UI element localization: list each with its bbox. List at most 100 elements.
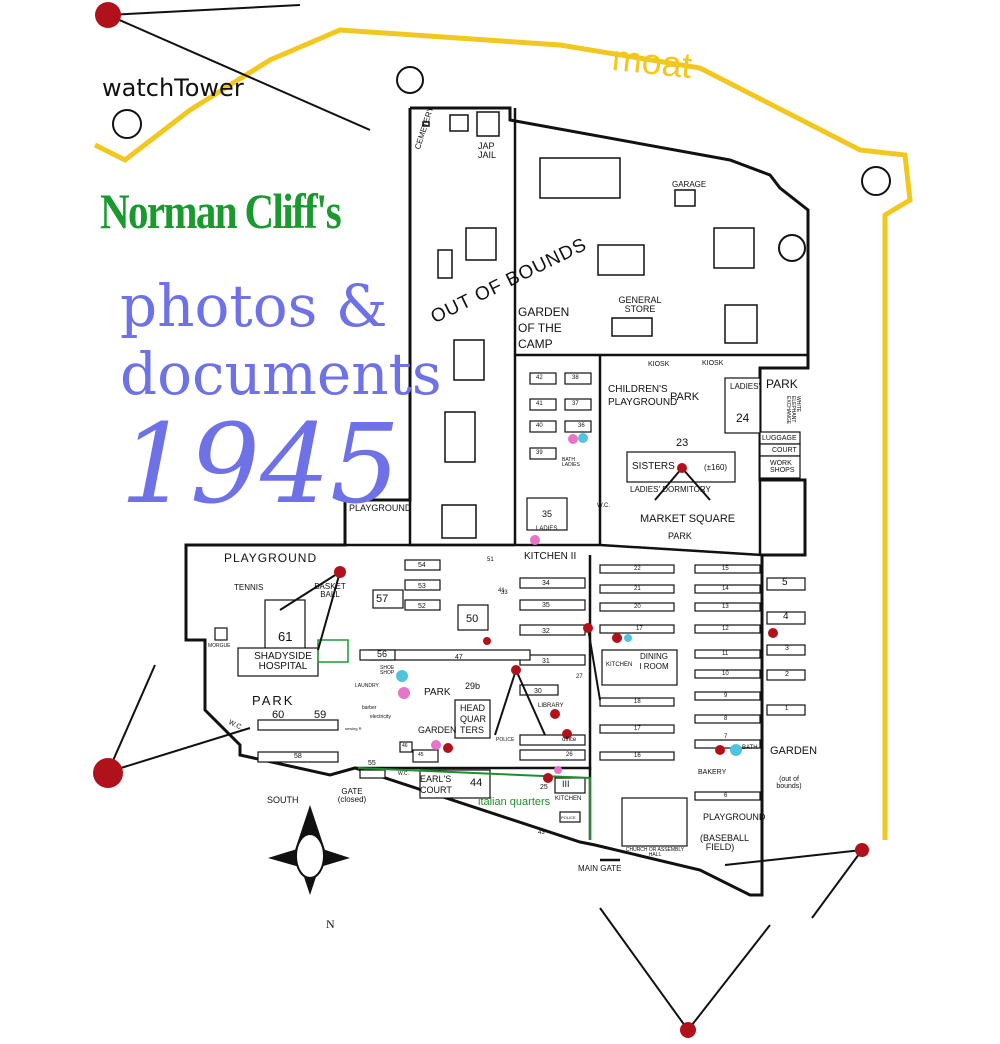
compass-rose (268, 805, 350, 895)
block-6: 6 (724, 793, 728, 799)
childrens-playground-label: CHILDREN'S PLAYGROUND (608, 384, 678, 408)
block-44: 44 (470, 777, 483, 789)
block-26: 26 (566, 752, 573, 758)
block-54: 54 (418, 562, 426, 569)
tower-empty-2 (112, 109, 142, 139)
earls-court-label: EARL'S COURT (420, 774, 452, 795)
block-41: 41 (536, 401, 543, 407)
bath-ladies-label: BATH LADIES (562, 457, 580, 468)
block-46: 46 (402, 743, 408, 749)
block-35: 35 (542, 509, 553, 519)
wc-small-label: W.C. (597, 503, 610, 509)
block-14: 14 (722, 586, 729, 592)
work-shops-label: WORK SHOPS (770, 460, 795, 474)
garden-center-label: GARDEN (418, 725, 457, 735)
park-market-label: PARK (668, 531, 692, 541)
block-31: 31 (542, 658, 550, 665)
block-11: 11 (722, 651, 729, 657)
tennis-label: TENNIS (234, 583, 264, 592)
block-24: 24 (736, 411, 750, 425)
photo-pins (279, 433, 778, 783)
court-label: COURT (772, 447, 797, 454)
moat-line (93, 27, 913, 840)
block-55: 55 (368, 760, 376, 767)
block-21: 21 (634, 586, 641, 592)
block-12: 12 (722, 626, 729, 632)
block-22: 22 (634, 566, 641, 572)
white-elephant-label: WHITE ELEPHANT EXCHANGE (785, 396, 801, 425)
block-59: 59 (314, 709, 327, 721)
kitchen3-label: KITCHEN (555, 796, 582, 802)
block-3: 3 (785, 645, 789, 652)
park-center-label: PARK (424, 687, 451, 698)
block-30: 30 (534, 688, 542, 695)
block-35b: 35 (542, 602, 550, 609)
compass-south-label: SOUTH (267, 795, 299, 805)
kitchen2-label: KITCHEN II (524, 551, 577, 562)
watchtower-w (93, 758, 123, 788)
tower-empty-3 (861, 166, 891, 196)
kitchen3-number: III (562, 779, 570, 789)
italian-quarters-outline (357, 767, 591, 840)
sisters-label: SISTERS (632, 461, 675, 472)
basketball-court (317, 639, 349, 663)
out-of-bounds-small-label: (out of bounds) (776, 776, 802, 790)
watchtower-markers (93, 2, 891, 1038)
block-61: 61 (278, 629, 293, 644)
general-store-label: GENERAL STORE (618, 295, 662, 314)
ladies-dormitory-label: LADIES' DORMITORY (630, 485, 711, 494)
sisters-count-label: (±160) (704, 463, 728, 472)
block-25: 25 (540, 784, 548, 791)
police-label: POLICE (496, 737, 515, 743)
park-left-label: PARK (252, 693, 295, 708)
title-line-year: 1945 (120, 400, 400, 528)
out-of-bounds-buildings (422, 111, 758, 539)
block-4: 4 (783, 611, 789, 622)
block-16: 16 (634, 753, 641, 759)
block-17a: 17 (636, 626, 643, 632)
jap-jail-label: JAP JAIL (478, 141, 497, 160)
block-40: 40 (536, 423, 543, 429)
block-53: 53 (418, 583, 426, 590)
block-50: 50 (466, 613, 479, 625)
block-17b: 17 (634, 726, 641, 732)
block-5: 5 (782, 577, 788, 588)
block-29b: 29b (465, 681, 481, 691)
kitchen1-label: KITCHEN (606, 662, 633, 668)
italian-quarters-label: italian quarters (478, 796, 551, 808)
main-gate-label: MAIN GATE (578, 864, 622, 873)
sewing-room-label: sewing R (345, 726, 362, 731)
block-27: 27 (576, 674, 583, 680)
luggage-label: LUGGAGE (762, 435, 797, 442)
tower-empty-4 (778, 234, 806, 262)
kiosk-label-1: KIOSK (648, 361, 670, 368)
map-title: Norman Cliff's (100, 183, 342, 239)
title-line-photos: photos & (120, 272, 388, 340)
church-label: CHURCH OR ASSEMBLY HALL (625, 847, 685, 858)
watchtower-lines (107, 4, 863, 1031)
block-8: 8 (724, 716, 728, 722)
block-10: 10 (722, 671, 729, 677)
block-33: 33 (501, 590, 508, 596)
gate-closed-label: GATE (closed) (337, 787, 367, 804)
block-23: 23 (676, 437, 689, 449)
block-45: 45 (418, 752, 424, 758)
shoe-shop-label: SHOE SHOP (380, 665, 395, 676)
camp-wall (184, 106, 810, 897)
watchtower-s (680, 1022, 696, 1038)
block-36: 36 (578, 423, 585, 429)
baseball-field-label: (BASEBALL FIELD) (700, 833, 750, 852)
block-41b: 41 (498, 588, 505, 594)
block-56: 56 (377, 649, 388, 659)
headquarters-label: HEAD QUAR TERS (460, 703, 487, 735)
compass-north-label: N (326, 917, 335, 931)
watchtower-label: watchTower (102, 74, 244, 102)
block-60: 60 (272, 709, 285, 721)
block-57: 57 (376, 593, 389, 605)
block-34: 34 (542, 580, 550, 587)
block-42: 42 (536, 375, 543, 381)
park-right-label: PARK (766, 377, 798, 391)
block-9: 9 (724, 693, 728, 699)
office-label: office (562, 737, 577, 743)
